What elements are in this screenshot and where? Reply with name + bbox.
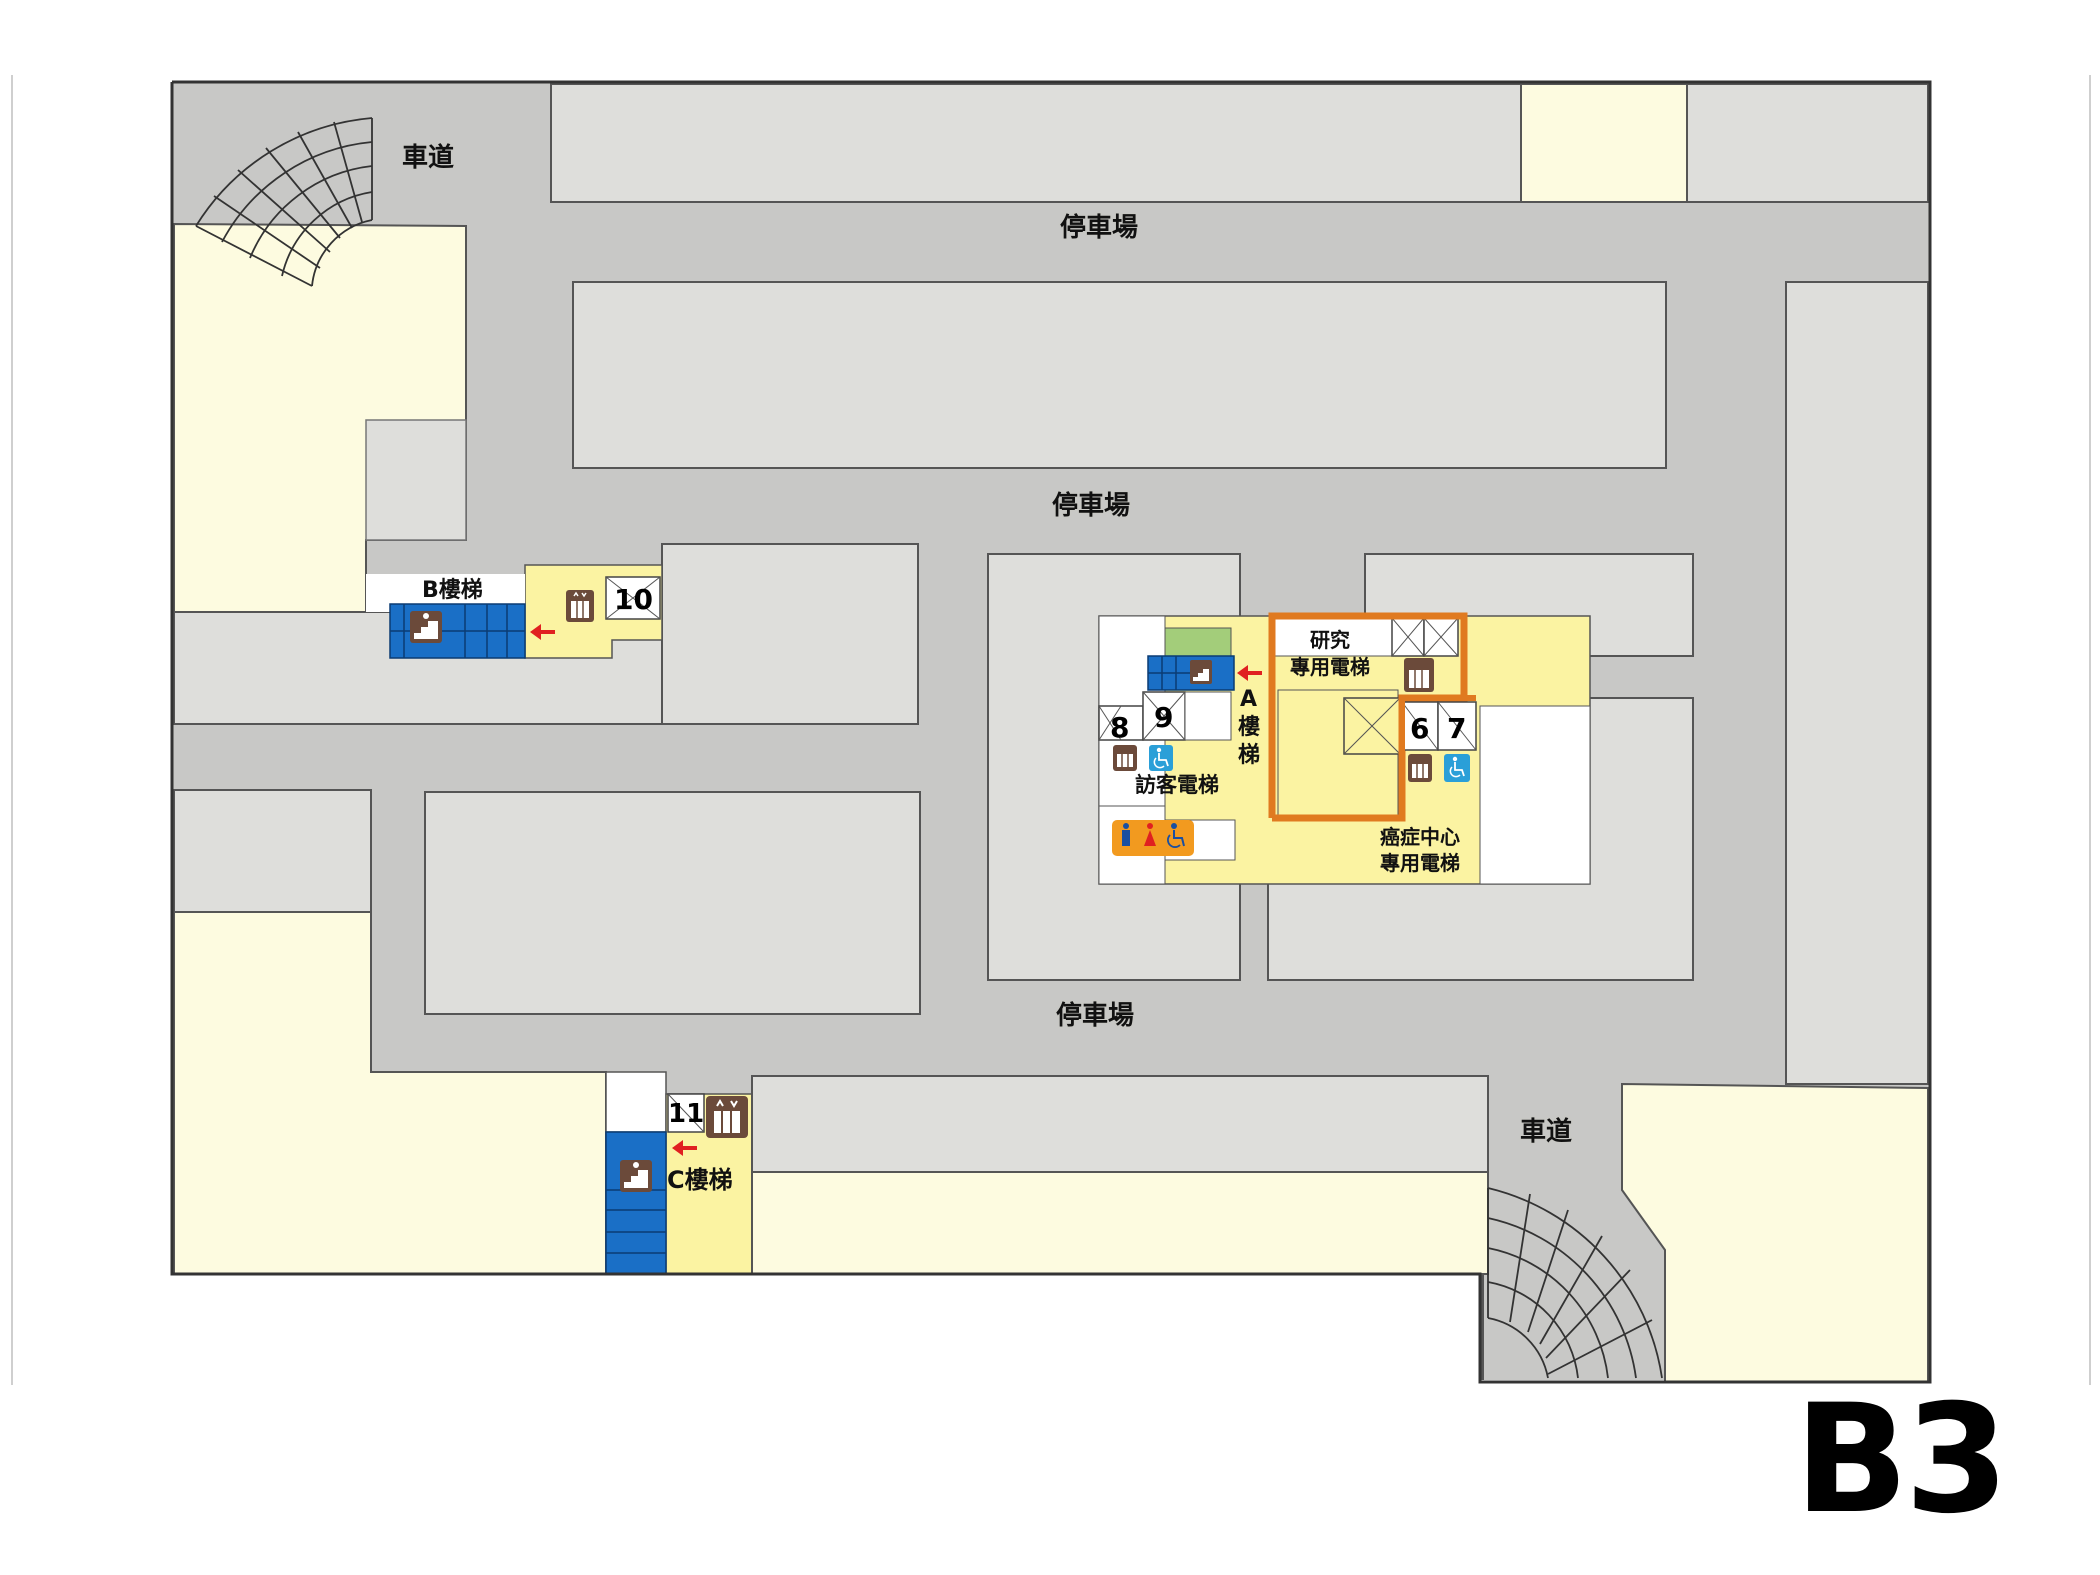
elevator-number-8: 8 bbox=[1110, 711, 1129, 744]
label-parking-bottom: 停車場 bbox=[1056, 1000, 1134, 1031]
block-center-left bbox=[424, 791, 921, 1015]
elevator-icon bbox=[1404, 658, 1434, 692]
elevator-7 bbox=[1437, 701, 1477, 751]
label-cancer-1: 癌症中心 bbox=[1380, 825, 1460, 849]
elevator-icon bbox=[706, 1096, 748, 1138]
arrow-left-icon bbox=[530, 624, 555, 640]
elevator-icon bbox=[566, 590, 594, 622]
label-research-1: 研究 bbox=[1310, 628, 1350, 652]
center-white-right bbox=[1479, 705, 1591, 885]
block-right-tall bbox=[1785, 281, 1929, 1085]
label-driveway-top: 車道 bbox=[402, 142, 454, 173]
block-top-right bbox=[1686, 83, 1929, 203]
research-elevator-shaft bbox=[1391, 617, 1459, 657]
elevator-number-9: 9 bbox=[1154, 701, 1173, 734]
outer-border bbox=[170, 80, 1932, 1384]
label-stair-b: B樓梯 bbox=[422, 577, 483, 603]
stairs-icon bbox=[620, 1160, 652, 1192]
label-parking-top: 停車場 bbox=[1060, 212, 1138, 243]
label-stair-c: C樓梯 bbox=[667, 1166, 733, 1194]
block-bottom-cream bbox=[751, 1171, 1489, 1275]
stairs-icon bbox=[1190, 660, 1212, 684]
arrow-left-icon bbox=[1237, 665, 1262, 681]
label-stair-a-2: 樓 bbox=[1238, 715, 1260, 740]
elevator-icon bbox=[1408, 754, 1432, 782]
block-upper-long bbox=[572, 281, 1667, 469]
elevator-number-10: 10 bbox=[614, 583, 653, 616]
label-driveway-bottom: 車道 bbox=[1520, 1116, 1572, 1147]
stairs-icon bbox=[410, 611, 442, 643]
ramp-bottom-block bbox=[1480, 1274, 1484, 1380]
center-green-strip bbox=[1164, 627, 1232, 657]
label-stair-a-1: A bbox=[1240, 687, 1257, 712]
label-parking-middle: 停車場 bbox=[1052, 490, 1130, 521]
elevator-number-6: 6 bbox=[1410, 712, 1429, 745]
block-b-right bbox=[661, 543, 919, 725]
block-top-strip bbox=[550, 83, 1522, 203]
restroom-icon bbox=[1112, 820, 1194, 856]
block-left-middle bbox=[173, 789, 372, 913]
block-top-cream bbox=[1520, 83, 1688, 203]
stairs-a bbox=[1147, 655, 1235, 691]
label-stair-a-3: 梯 bbox=[1238, 742, 1260, 768]
elevator-8 bbox=[1098, 705, 1144, 741]
label-research-2: 專用電梯 bbox=[1290, 655, 1370, 679]
ramp-top-left bbox=[195, 117, 373, 287]
elevator-numbers: 10 11 8 9 6 7 bbox=[614, 583, 1466, 1129]
block-bottom-right bbox=[1621, 1082, 1929, 1383]
accessible-icon bbox=[1149, 745, 1173, 771]
label-visitor-elevator: 訪客電梯 bbox=[1135, 773, 1219, 797]
block-bottom-gray bbox=[751, 1075, 1489, 1173]
elevator-number-11: 11 bbox=[668, 1099, 704, 1129]
center-white-mid bbox=[1184, 691, 1232, 741]
ramp-bottom-right bbox=[1487, 1187, 1663, 1379]
elevator-10 bbox=[605, 576, 661, 620]
arrow-left-icon bbox=[672, 1140, 697, 1156]
elevator-number-7: 7 bbox=[1447, 712, 1466, 745]
large-elevator-shaft bbox=[1343, 697, 1401, 755]
accessible-icon bbox=[1444, 754, 1470, 782]
label-cancer-2: 專用電梯 bbox=[1380, 851, 1460, 875]
floor-label: B3 bbox=[1794, 1373, 2009, 1547]
cancer-highlight-border bbox=[1399, 695, 1476, 760]
elevator-11 bbox=[667, 1093, 705, 1133]
text-labels: 車道 車道 停車場 停車場 停車場 B樓梯 C樓梯 A 樓 梯 訪客電梯 研究 … bbox=[401, 141, 1574, 1195]
elevator-icon bbox=[1113, 745, 1137, 771]
c-stair-white bbox=[605, 1071, 667, 1133]
block-left-upper-gray bbox=[365, 419, 467, 541]
stairs-c bbox=[605, 1131, 667, 1275]
